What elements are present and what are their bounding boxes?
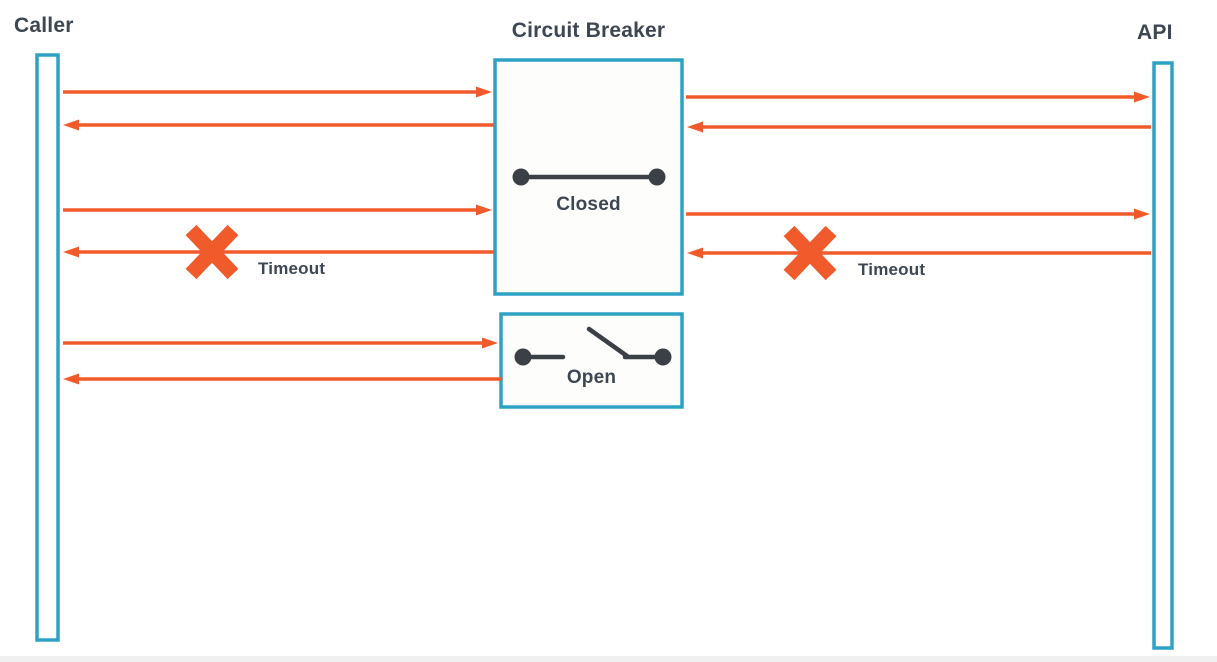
arrowhead	[476, 204, 492, 216]
message-arrow	[686, 91, 1150, 103]
bottom-edge-band	[0, 656, 1217, 662]
message-arrows-layer	[63, 86, 1151, 385]
arrowhead	[482, 337, 498, 349]
api-label: API	[1137, 21, 1173, 44]
message-arrow	[687, 121, 1151, 133]
message-arrow	[63, 373, 501, 385]
message-arrow	[686, 208, 1150, 220]
closed-switch-icon	[512, 168, 666, 186]
message-arrow	[63, 86, 492, 98]
open-switch-icon	[514, 326, 672, 366]
closed-state-label: Closed	[556, 194, 621, 215]
message-arrow	[63, 119, 494, 131]
arrowhead	[63, 119, 79, 131]
timeout-message-arrow	[63, 224, 494, 280]
message-arrow	[63, 204, 492, 216]
caller-label: Caller	[14, 14, 74, 37]
timeout-x-icon	[783, 225, 837, 281]
timeout-label: Timeout	[258, 259, 326, 278]
open-state-label: Open	[566, 367, 617, 388]
arrowhead	[687, 247, 703, 259]
timeout-label: Timeout	[858, 260, 926, 279]
api-lifeline	[1152, 61, 1174, 650]
caller-lifeline	[35, 53, 60, 642]
timeout-x-icon	[185, 224, 239, 280]
arrowhead	[1134, 91, 1150, 103]
arrowhead	[687, 121, 703, 133]
arrowhead	[1134, 208, 1150, 220]
message-arrow	[63, 337, 498, 349]
arrowhead	[63, 246, 79, 258]
arrowhead	[476, 86, 492, 98]
arrowhead	[63, 373, 79, 385]
circuit-breaker-label: Circuit Breaker	[511, 19, 666, 42]
timeout-message-arrow	[687, 225, 1151, 281]
